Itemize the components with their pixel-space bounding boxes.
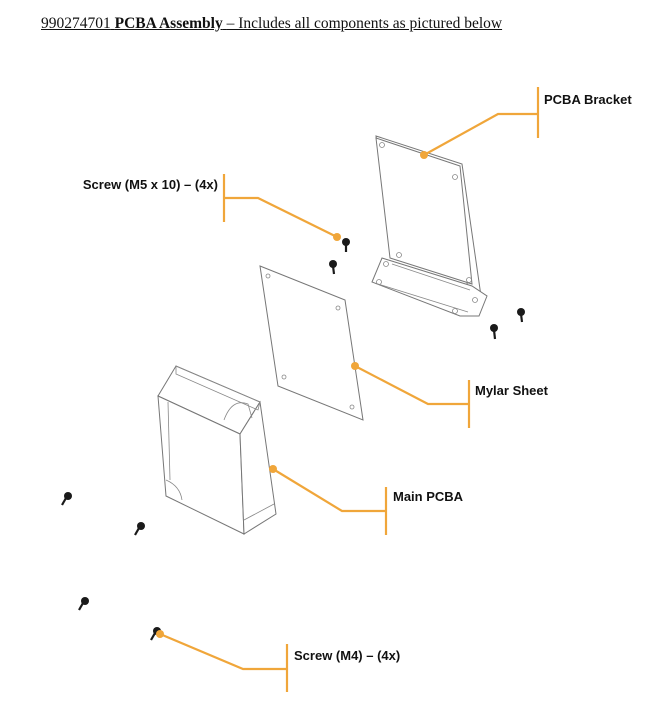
document-header: 990274701 PCBA Assembly – Includes all c… bbox=[41, 15, 502, 33]
callout-pcba-bracket: PCBA Bracket bbox=[420, 87, 632, 159]
screw-m4-label: Screw (M4) – (4x) bbox=[294, 648, 400, 663]
screw-icon bbox=[342, 238, 350, 252]
main-pcba-part bbox=[157, 365, 277, 535]
pcba-bracket-label: PCBA Bracket bbox=[544, 92, 632, 107]
main-pcba-label: Main PCBA bbox=[393, 489, 464, 504]
callout-main-pcba: Main PCBA bbox=[269, 465, 464, 535]
callout-screw-m4: Screw (M4) – (4x) bbox=[156, 630, 400, 692]
screw-icon bbox=[78, 597, 89, 611]
callout-screw-m5: Screw (M5 x 10) – (4x) bbox=[83, 174, 341, 241]
screw-icon bbox=[134, 522, 145, 536]
screw-m5-label: Screw (M5 x 10) – (4x) bbox=[83, 177, 218, 192]
mylar-sheet-part bbox=[259, 265, 364, 421]
pcba-bracket-part bbox=[371, 135, 488, 317]
callout-mylar-sheet: Mylar Sheet bbox=[351, 362, 549, 428]
screw-icon bbox=[329, 260, 337, 275]
m5-screws bbox=[329, 238, 525, 340]
screw-icon bbox=[61, 492, 72, 506]
assembly-title: PCBA Assembly bbox=[114, 15, 223, 32]
part-number: 990274701 bbox=[41, 15, 111, 32]
mylar-sheet-label: Mylar Sheet bbox=[475, 383, 549, 398]
assembly-description: – Includes all components as pictured be… bbox=[226, 15, 503, 32]
m4-screws bbox=[61, 492, 161, 641]
screw-icon bbox=[517, 308, 525, 323]
screw-icon bbox=[490, 324, 498, 340]
